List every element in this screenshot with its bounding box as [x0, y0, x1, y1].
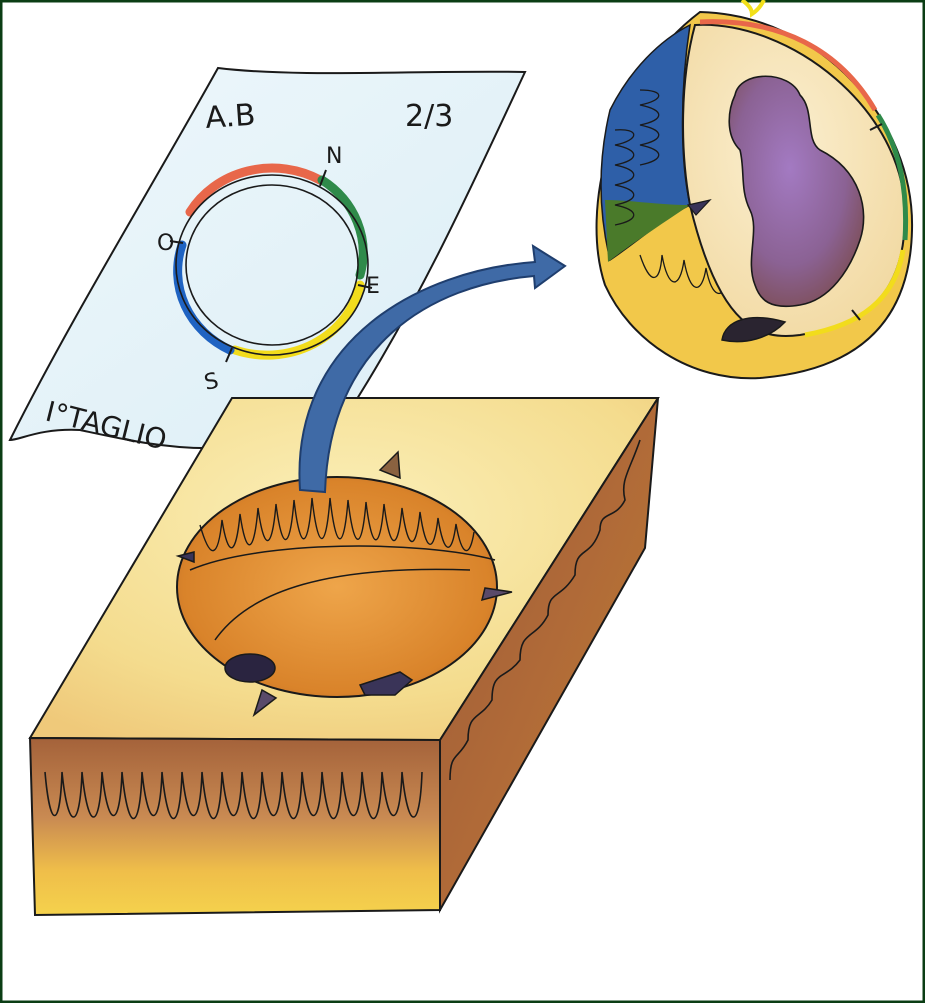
sample-cross-section: [597, 0, 913, 378]
sheet-page-number: 2/3: [405, 99, 453, 134]
sheet-initials: A.B: [204, 98, 256, 136]
compass-north: N: [326, 144, 342, 169]
compass-west: O: [157, 231, 174, 256]
compass-east: E: [366, 274, 380, 299]
block-front-face: [30, 738, 440, 915]
dark-inclusion: [225, 654, 275, 682]
